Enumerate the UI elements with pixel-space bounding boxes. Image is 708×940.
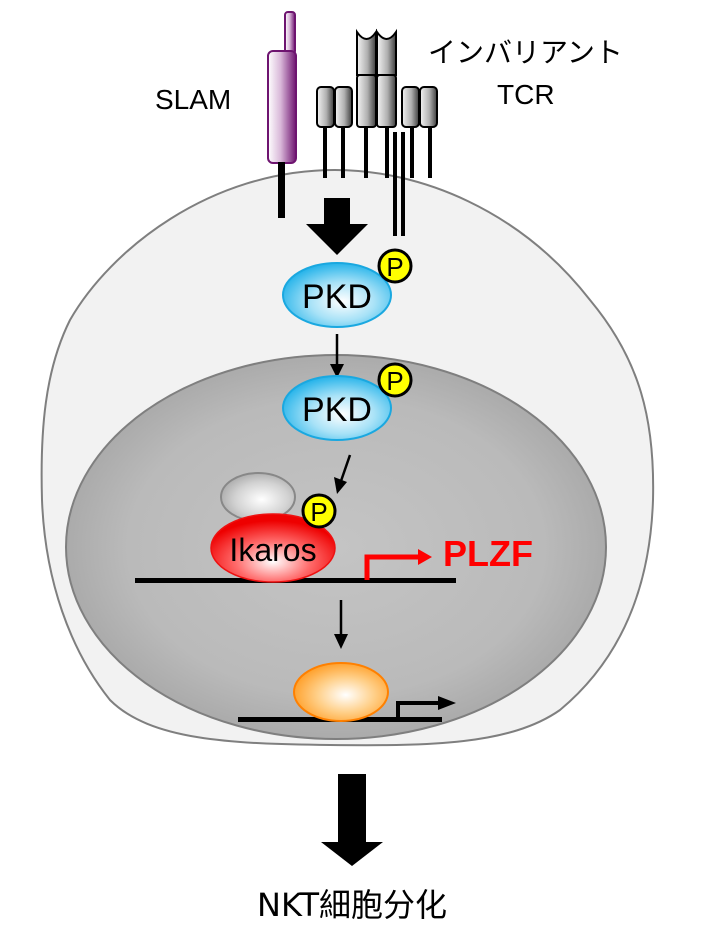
pkd-nucleus-label: PKD: [302, 391, 372, 429]
ikaros-label: Ikaros: [229, 532, 316, 568]
phospho-label: P: [386, 252, 403, 282]
phospho-label: P: [386, 366, 403, 396]
tcr-label-line2: TCR: [497, 79, 555, 110]
phospho-icon: [377, 248, 413, 284]
outcome-label: NKT細胞分化: [257, 886, 447, 924]
target-promoter-arrow: [396, 696, 456, 719]
slam-receptor: [267, 11, 297, 218]
plzf-promoter-arrow: [364, 549, 432, 580]
phospho-icon: [377, 362, 413, 398]
phosphorylation-arrow: [334, 454, 352, 494]
tcr-label-line1: インバリアント: [428, 36, 623, 69]
pkd-nucleus: [282, 375, 392, 441]
pkd-cytoplasm-label: PKD: [302, 278, 372, 316]
ikaros-protein: [210, 513, 336, 583]
slam-label: SLAM: [155, 84, 231, 115]
target-protein: [293, 662, 389, 722]
phospho-icon: [301, 493, 337, 529]
outcome-arrow: [321, 774, 383, 866]
phospho-label: P: [310, 497, 327, 527]
plzf-label: PLZF: [443, 533, 533, 574]
translocation-arrow: [330, 334, 344, 378]
pkd-cytoplasm: [282, 262, 392, 328]
plzf-activation-arrow: [334, 600, 348, 649]
tcr-complex: [316, 28, 438, 236]
activation-arrow-large: [306, 198, 368, 255]
